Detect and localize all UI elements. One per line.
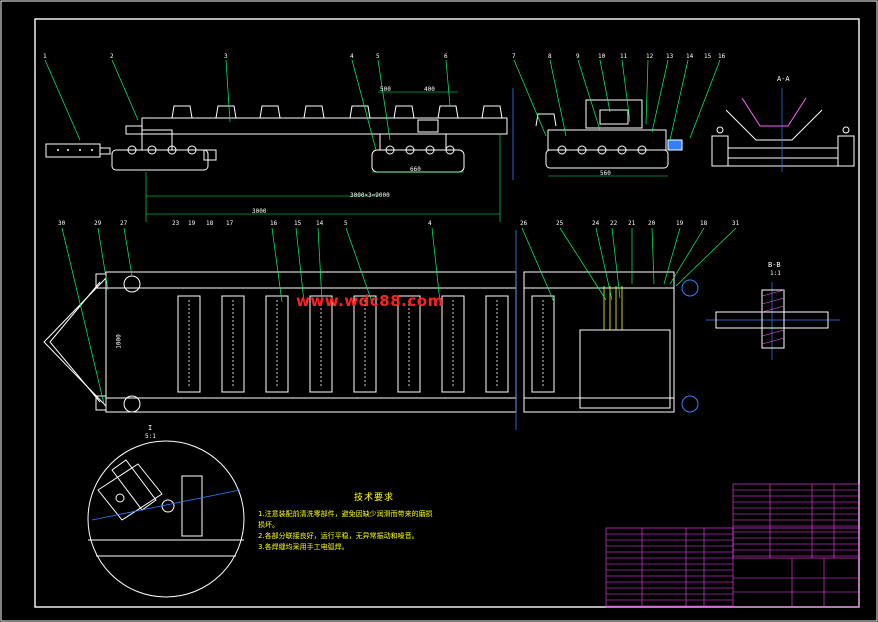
callout-label-top: 2 [110, 53, 114, 60]
detail-i-label: I [148, 424, 153, 432]
callout-label-plan: 5 [344, 220, 348, 227]
callout-label-plan: 29 [94, 220, 102, 227]
inner-frame [34, 18, 860, 608]
callout-label-plan: 25 [556, 220, 564, 227]
elevation-view [44, 59, 721, 222]
callout-label-top: 11 [620, 53, 628, 60]
callout-label-top: 3 [224, 53, 228, 60]
technical-requirements: 技术要求 1.注意装配前清洗零部件，避免因缺少润滑而带来的磨损 损坏。 2.各部… [258, 490, 490, 553]
tech-notes-title: 技术要求 [353, 493, 394, 503]
tech-note-2: 2.各部分联接良好，运行平稳，无异常振动和噪音。 [258, 532, 419, 540]
callout-label-top: 1 [43, 53, 47, 60]
callout-label-plan: 24 [592, 220, 600, 227]
callout-label-plan: 18 [700, 220, 708, 227]
section-bb-label: B-B [768, 261, 781, 269]
callout-label-plan: 15 [294, 220, 302, 227]
tech-note-1b: 损坏。 [258, 521, 279, 529]
callout-label-top: 13 [666, 53, 674, 60]
callout-label-plan: 20 [648, 220, 656, 227]
callout-label-plan: 16 [270, 220, 278, 227]
dim-3000: 3000 [252, 208, 267, 215]
callout-label-plan: 19 [188, 220, 196, 227]
callout-label-top: 7 [512, 53, 516, 60]
section-bb-scale: 1:1 [770, 270, 781, 277]
callout-label-plan: 30 [58, 220, 66, 227]
callout-label-plan: 21 [628, 220, 636, 227]
dim-560: 560 [600, 170, 611, 177]
callout-label-top: 5 [376, 53, 380, 60]
callout-label-plan: 27 [120, 220, 128, 227]
callout-label-plan: 26 [520, 220, 528, 227]
callout-label-plan: 22 [610, 220, 618, 227]
detail-i-scale: 5:1 [145, 433, 156, 440]
callout-label-top: 16 [718, 53, 726, 60]
callout-label-plan: 23 [172, 220, 180, 227]
callout-label-top: 8 [548, 53, 552, 60]
plan-view [43, 227, 737, 430]
tech-note-3: 3.各焊缝均采用手工电弧焊。 [258, 543, 349, 551]
callout-label-plan: 18 [206, 220, 214, 227]
callout-label-plan: 14 [316, 220, 324, 227]
callout-label-top: 10 [598, 53, 606, 60]
callout-label-top: 9 [576, 53, 580, 60]
watermark-text: www.wdc88.com [296, 292, 444, 310]
tech-note-1: 1.注意装配前清洗零部件，避免因缺少润滑而带来的磨损 [258, 510, 433, 518]
section-a-a-view [711, 88, 855, 172]
detail-i-view [87, 440, 245, 598]
dim-9000: 3000×3=9000 [350, 192, 390, 199]
callout-label-plan: 19 [676, 220, 684, 227]
callout-label-plan: 31 [732, 220, 740, 227]
dim-660: 660 [410, 166, 421, 173]
dim-1000: 1000 [115, 334, 123, 349]
callout-label-plan: 17 [226, 220, 234, 227]
callout-label-top: 15 [704, 53, 712, 60]
dim-500: 500 [380, 86, 391, 93]
section-aa-label: A-A [777, 75, 790, 83]
callout-label-top: 4 [350, 53, 354, 60]
callout-label-plan: 4 [428, 220, 432, 227]
dim-400: 400 [424, 86, 435, 93]
callout-label-top: 14 [686, 53, 694, 60]
callout-label-top: 6 [444, 53, 448, 60]
callout-label-top: 12 [646, 53, 654, 60]
section-b-b-view [706, 282, 840, 360]
title-block [605, 483, 860, 608]
